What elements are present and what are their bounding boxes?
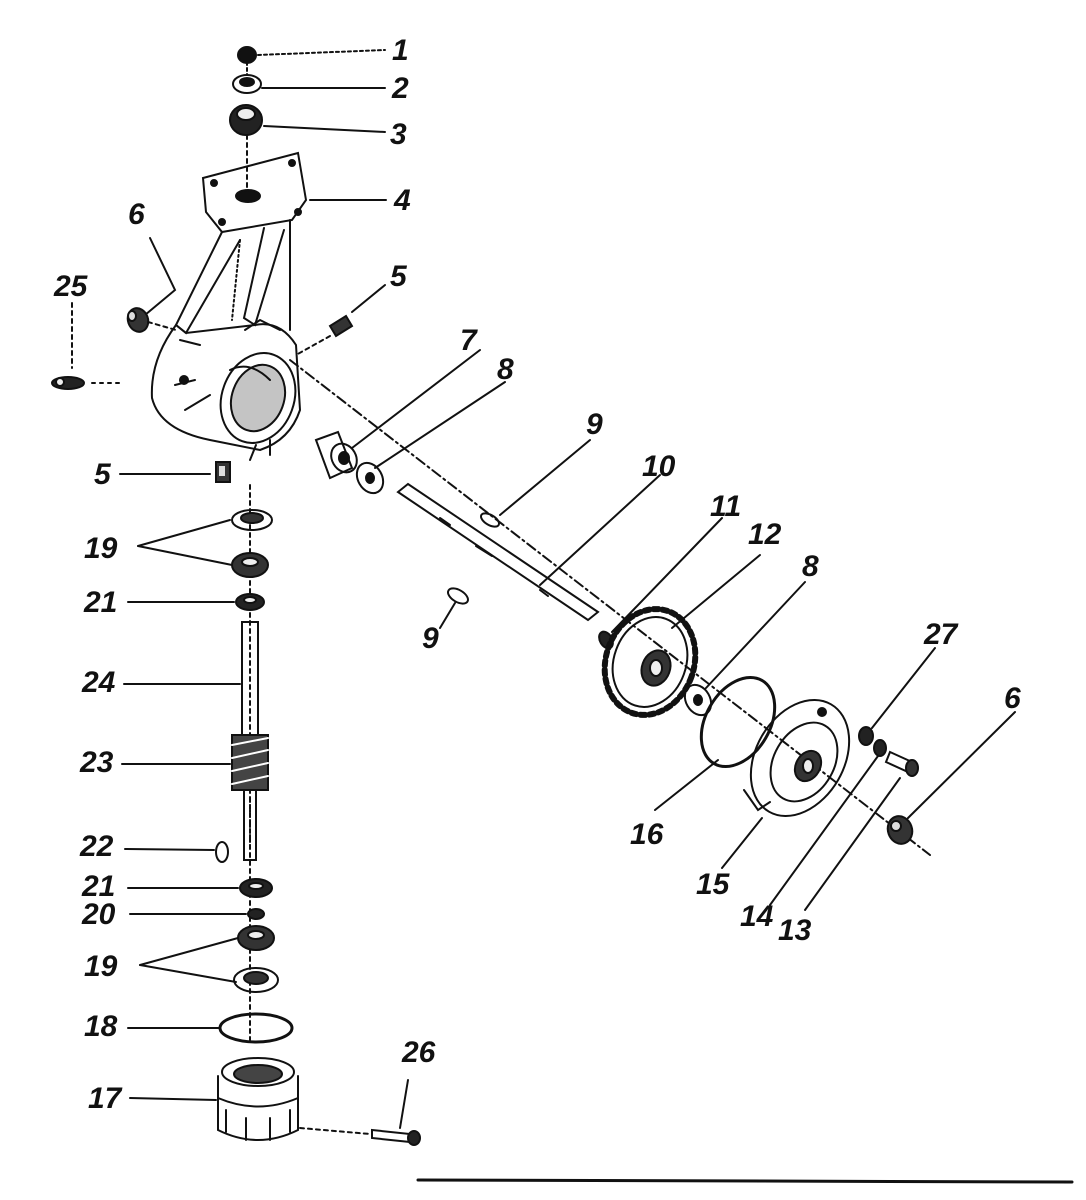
part-13-bolt xyxy=(884,750,919,777)
label-part-27: 27 xyxy=(924,618,958,651)
leader-22 xyxy=(124,848,215,851)
leader-19a-2 xyxy=(137,545,233,566)
label-part-25: 25 xyxy=(54,270,88,303)
part-27-washer xyxy=(858,726,874,746)
label-part-5-upper: 5 xyxy=(390,260,407,293)
part-2-washer xyxy=(232,74,262,94)
part-22-key xyxy=(215,841,229,863)
leader-19a-1 xyxy=(137,519,231,547)
part-21-spacer-lower xyxy=(239,878,273,898)
part-21-spacer-upper xyxy=(235,593,265,611)
label-part-18: 18 xyxy=(84,1010,118,1043)
label-part-4: 4 xyxy=(394,184,411,217)
leader-5a xyxy=(351,284,386,313)
part-25-plug xyxy=(51,376,85,390)
leader-8a xyxy=(374,381,506,469)
part-3-bushing xyxy=(229,104,263,136)
part-8-washer-upper xyxy=(355,461,385,495)
leader-15 xyxy=(721,817,763,869)
leader-13 xyxy=(804,777,901,911)
part-19-bearing-upper-cone xyxy=(231,552,269,578)
part-18-o-ring xyxy=(218,1012,294,1044)
leader-6a xyxy=(144,237,177,316)
label-part-5-lower: 5 xyxy=(94,458,111,491)
label-part-8-upper: 8 xyxy=(497,353,514,386)
label-part-9-upper: 9 xyxy=(586,408,603,441)
leader-1 xyxy=(257,49,386,56)
part-9-key-upper xyxy=(479,512,501,528)
label-part-9-lower: 9 xyxy=(422,622,439,655)
label-part-24: 24 xyxy=(82,666,116,699)
leader-9b xyxy=(439,602,456,629)
label-part-8-lower: 8 xyxy=(802,550,819,583)
label-part-19-lower: 19 xyxy=(84,950,118,983)
label-part-21-upper: 21 xyxy=(84,586,118,619)
part-7-sleeve xyxy=(314,430,358,480)
leader-11 xyxy=(611,517,723,633)
part-1-nut xyxy=(237,46,257,64)
part-26-bolt xyxy=(371,1128,421,1146)
leader-19b-2 xyxy=(139,964,237,983)
leader-10 xyxy=(539,474,661,586)
label-part-7: 7 xyxy=(460,324,477,357)
bottom-rule xyxy=(416,1178,1074,1184)
label-part-11: 11 xyxy=(710,490,742,523)
label-part-15: 15 xyxy=(696,868,730,901)
part-12-gear xyxy=(601,606,699,718)
label-part-20: 20 xyxy=(82,898,116,931)
label-part-3: 3 xyxy=(390,118,407,151)
label-part-6-right: 6 xyxy=(1004,682,1021,715)
leader-26 xyxy=(399,1079,409,1129)
leader-27 xyxy=(871,647,936,729)
leader-6b xyxy=(907,711,1016,819)
label-part-21-lower: 21 xyxy=(82,870,116,903)
leader-3 xyxy=(263,125,386,133)
part-23-worm xyxy=(231,734,269,861)
label-part-26: 26 xyxy=(402,1036,436,1069)
label-part-12: 12 xyxy=(748,518,782,551)
label-part-23: 23 xyxy=(80,746,114,779)
leader-8b xyxy=(705,581,806,689)
part-19-bearing-upper-cup xyxy=(231,509,273,531)
label-part-16: 16 xyxy=(630,818,664,851)
label-part-6-left: 6 xyxy=(128,198,145,231)
leader-14 xyxy=(769,755,879,906)
leader-19b-1 xyxy=(139,937,239,966)
label-part-14: 14 xyxy=(740,900,774,933)
label-part-2: 2 xyxy=(392,72,409,105)
label-part-19-upper: 19 xyxy=(84,532,118,565)
label-part-10: 10 xyxy=(642,450,676,483)
label-part-1: 1 xyxy=(392,34,409,67)
part-9-key-lower xyxy=(447,587,469,605)
part-17-retainer xyxy=(217,1057,299,1141)
part-20-ring xyxy=(247,908,265,920)
leader-17 xyxy=(129,1097,217,1101)
label-part-22: 22 xyxy=(80,830,114,863)
leader-9a xyxy=(499,439,591,516)
main-axis xyxy=(289,359,931,856)
part-16-o-ring xyxy=(699,675,777,769)
leader-7 xyxy=(351,349,481,449)
part-5-stud-lower xyxy=(215,461,231,483)
label-part-17: 17 xyxy=(88,1082,122,1115)
label-part-13: 13 xyxy=(778,914,812,947)
part-4-housing xyxy=(150,151,308,461)
part-10-shaft xyxy=(396,482,600,622)
leader-16 xyxy=(654,759,719,811)
leader-12 xyxy=(671,554,761,629)
part-6-plug-right xyxy=(886,815,914,845)
part-15-cover xyxy=(743,698,851,818)
part-5-stud-upper xyxy=(328,314,354,338)
part-14-lock-washer xyxy=(873,739,887,757)
part-19-bearing-lower-cup xyxy=(233,967,279,993)
part-19-bearing-lower-cone xyxy=(237,925,275,951)
part-6-plug-left xyxy=(126,307,150,333)
